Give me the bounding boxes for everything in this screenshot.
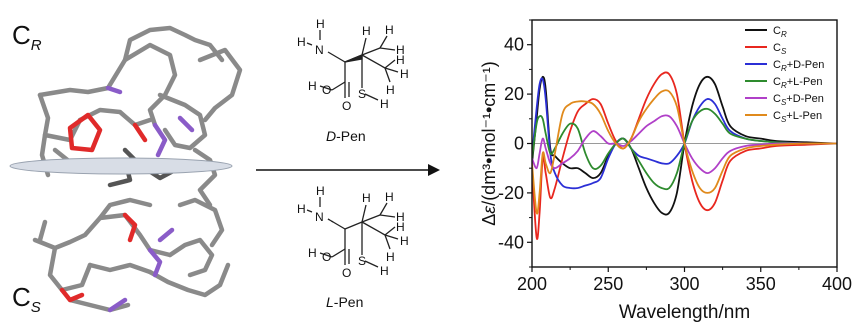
atom-h: H — [386, 83, 395, 97]
y-axis-label: Δε/(dm³•mol⁻¹•cm⁻¹) — [479, 61, 499, 226]
legend-main: C — [773, 42, 781, 54]
atom-h: H — [362, 24, 371, 38]
legend-entry: CR+L-Pen — [773, 76, 823, 90]
y-label-epsilon: ε — [479, 205, 499, 214]
atom-h: H — [297, 202, 306, 216]
series-line-5 — [532, 114, 837, 175]
x-axis-label: Wavelength/nm — [619, 302, 750, 323]
x-tick-label: 250 — [593, 274, 623, 294]
legend-sub: S — [781, 115, 787, 124]
d-pen-structure — [306, 30, 399, 101]
series-line-4 — [532, 107, 837, 191]
legend-entry: CS+L-Pen — [773, 110, 822, 124]
legend-sub: R — [781, 64, 787, 73]
atom-h: H — [386, 250, 395, 264]
atom-h: H — [297, 35, 306, 49]
legend-rest: +L-Pen — [786, 110, 822, 122]
atom-n: N — [315, 210, 324, 224]
reaction-arrow — [256, 164, 440, 176]
atom-h: H — [380, 97, 389, 111]
legend-sub: S — [781, 47, 787, 56]
series-line-6 — [532, 89, 837, 215]
molecule-cs-structure — [32, 197, 231, 313]
legend-entry: CR+D-Pen — [773, 59, 824, 73]
x-tick-label: 300 — [669, 274, 699, 294]
y-tick-label: -40 — [498, 232, 524, 252]
atom-o: O — [342, 99, 351, 113]
series-line-2 — [532, 71, 837, 240]
atom-h: H — [396, 220, 405, 234]
atom-h: H — [316, 184, 325, 198]
atom-h: H — [308, 246, 317, 260]
legend-rest: +D-Pen — [787, 59, 825, 71]
y-tick-label: -20 — [498, 183, 524, 203]
legend-sub: R — [781, 81, 787, 90]
legend-rest: +L-Pen — [787, 76, 823, 88]
y-label-unit: /(dm³•mol⁻¹•cm⁻¹) — [479, 61, 499, 206]
legend-main: C — [773, 76, 781, 88]
legend-sub: S — [781, 98, 787, 107]
atom-h: H — [308, 79, 317, 93]
legend-main: C — [773, 25, 781, 37]
l-pen-atoms: H H N H O O H H H H H H S H — [297, 184, 409, 280]
atom-h: H — [316, 17, 325, 31]
atom-s: S — [358, 254, 366, 268]
atom-o: O — [322, 83, 331, 97]
y-tick-label: 0 — [514, 134, 524, 154]
legend-main: C — [773, 59, 781, 71]
atom-s: S — [358, 87, 366, 101]
y-tick-label: 20 — [504, 84, 524, 104]
atom-h: H — [380, 264, 389, 278]
atom-h: H — [396, 53, 405, 67]
atom-h: H — [362, 191, 371, 205]
x-tick-label: 400 — [822, 274, 852, 294]
legend-main: C — [773, 93, 781, 105]
atom-h: H — [385, 23, 394, 37]
atom-n: N — [315, 43, 324, 57]
legend-entry: CR — [773, 25, 787, 39]
hydrophobic-plane — [9, 157, 233, 175]
molecule-cr-structure — [37, 25, 243, 208]
x-tick-label: 200 — [517, 274, 547, 294]
atom-o: O — [342, 266, 351, 280]
legend-main: C — [773, 110, 781, 122]
y-label-delta: Δ — [479, 214, 499, 226]
atom-h: H — [396, 43, 405, 57]
molecule-cs-label: CS — [12, 282, 41, 317]
atom-h: H — [396, 210, 405, 224]
legend-sub: R — [781, 30, 787, 39]
atom-h: H — [385, 190, 394, 204]
legend-entry: CS+D-Pen — [773, 93, 824, 107]
legend-rest: +D-Pen — [786, 93, 824, 105]
d-pen-atoms: H H N H O O H H H H H H S H — [297, 17, 409, 113]
molecule-cr-label: CR — [12, 20, 42, 55]
series-line-3 — [532, 77, 837, 190]
l-pen-label: L-Pen — [326, 294, 364, 310]
atom-o: O — [322, 250, 331, 264]
atom-h: H — [400, 234, 409, 248]
l-pen-structure — [306, 197, 399, 268]
legend-entry: CS — [773, 42, 787, 56]
d-pen-label: D-Pen — [326, 128, 366, 144]
y-tick-label: 40 — [504, 35, 524, 55]
series-line-1 — [532, 75, 837, 216]
x-tick-label: 350 — [746, 274, 776, 294]
atom-h: H — [400, 67, 409, 81]
